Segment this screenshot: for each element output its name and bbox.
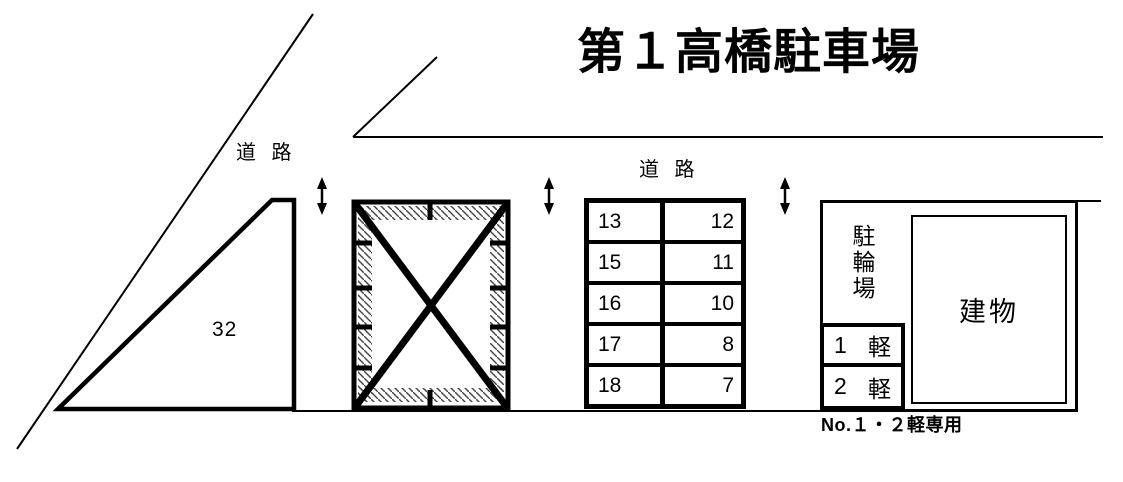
updown-arrow-icon — [317, 177, 327, 215]
stall-cell: 12 — [710, 209, 734, 233]
kei-stall-type: 軽 — [868, 375, 891, 402]
updown-arrow-icon — [544, 177, 554, 215]
stall-cell: 8 — [722, 332, 734, 356]
stall-cell: 10 — [710, 291, 734, 315]
numbered-stall-table: 13 12 15 11 16 10 17 8 18 7 — [584, 198, 746, 409]
stall-cell: 11 — [712, 250, 734, 274]
road-label-middle: 道 路 — [639, 159, 700, 181]
updown-arrow-icon — [780, 177, 790, 215]
page-title: 第１高橋駐車場 — [577, 26, 921, 79]
kei-stall-number: 1 — [834, 331, 847, 358]
triangle-parking-area — [52, 197, 297, 412]
kei-only-note: No.１・２軽専用 — [821, 415, 963, 435]
road-label-upper-left: 道 路 — [236, 142, 297, 164]
kei-stall-number: 2 — [834, 373, 847, 399]
table-row: 16 10 — [589, 285, 741, 326]
space-32-label: 32 — [212, 318, 238, 341]
kei-stall-1: 1 軽 — [820, 323, 905, 367]
table-row: 18 7 — [589, 367, 741, 404]
crossed-out-area — [351, 199, 511, 411]
building-label: 建物 — [959, 297, 1019, 327]
kei-stall-2: 2 軽 — [820, 363, 905, 410]
stall-cell: 15 — [589, 244, 665, 281]
stall-cell: 13 — [589, 203, 665, 240]
table-row: 17 8 — [589, 326, 741, 367]
table-row: 15 11 — [589, 244, 741, 285]
table-row: 13 12 — [589, 203, 741, 244]
x-cross-icon — [352, 201, 510, 410]
bicycle-parking-label: 駐輪場 — [849, 224, 875, 302]
stall-cell: 7 — [722, 373, 734, 397]
stall-cell: 17 — [589, 326, 665, 363]
stall-cell: 16 — [589, 285, 665, 322]
stall-tick-marks — [354, 202, 508, 408]
road-edge-diagonal-long — [16, 13, 314, 450]
kei-stall-type: 軽 — [868, 334, 891, 360]
road-edge-diagonal-short — [352, 56, 438, 138]
building-area: 建物 — [911, 215, 1067, 404]
stall-cell: 18 — [589, 367, 665, 404]
